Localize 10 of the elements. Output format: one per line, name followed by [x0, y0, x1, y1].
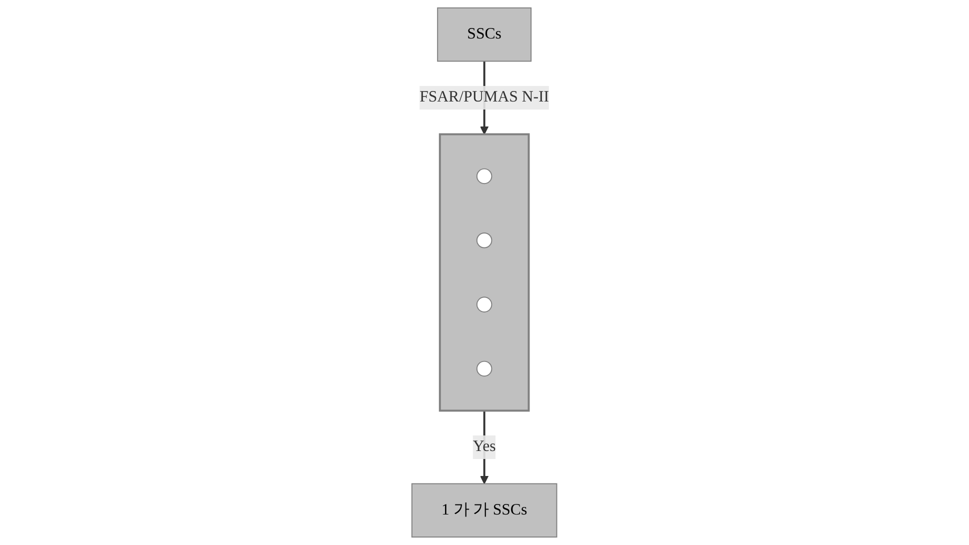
edge-label: FSAR/PUMAS N-II — [420, 88, 550, 106]
node-ellipse — [476, 232, 492, 248]
arrow — [480, 410, 489, 484]
node-box: 1 가 가 SSCs — [412, 483, 558, 538]
edge-label: Yes — [473, 438, 496, 456]
node-ellipse — [476, 296, 492, 312]
node-ellipse — [476, 360, 492, 377]
node-box: SSCs — [437, 7, 532, 62]
node-ellipse — [476, 168, 492, 184]
cluster — [439, 133, 530, 412]
